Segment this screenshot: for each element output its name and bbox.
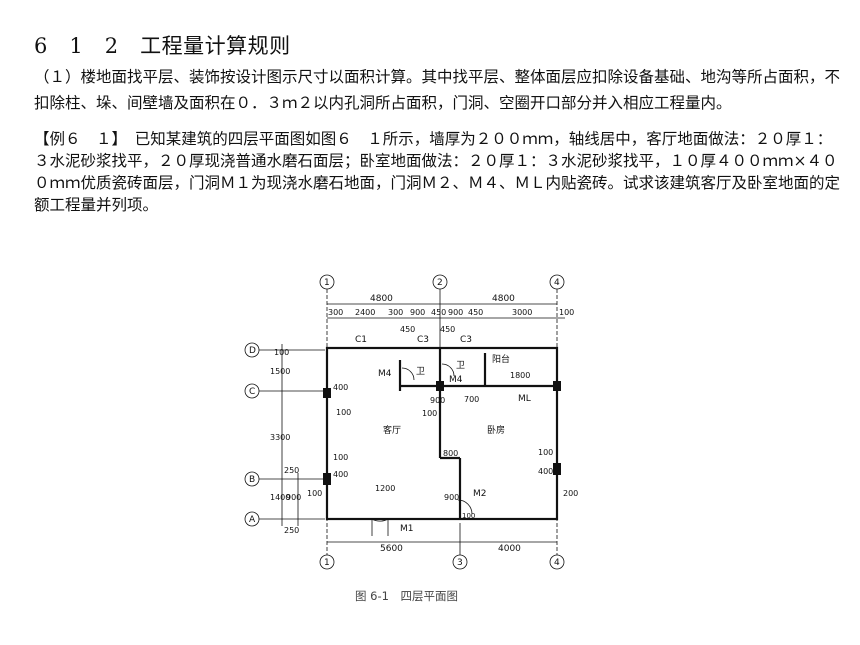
dim-800: 800 xyxy=(443,449,458,458)
dim-window-450-a: 450 xyxy=(400,325,415,334)
rule-paragraph: （１）楼地面找平层、装饰按设计图示尺寸以面积计算。其中找平层、整体面层应扣除设备… xyxy=(34,68,841,112)
axis-left-b: B xyxy=(249,475,255,485)
dim-100-d: 100 xyxy=(422,409,437,418)
dim-top-4800-b: 4800 xyxy=(492,294,515,304)
window-c1: C1 xyxy=(355,335,367,345)
dim-200: 200 xyxy=(563,489,578,498)
dim-left-100: 100 xyxy=(274,348,289,357)
axis-bottom-4: 4 xyxy=(554,558,560,568)
axis-left-d: D xyxy=(249,346,256,356)
room-balcony: 阳台 xyxy=(492,353,510,365)
dim-top-450-b: 450 xyxy=(468,308,483,317)
dim-1200: 1200 xyxy=(375,484,395,493)
dim-top-300-b: 300 xyxy=(388,308,403,317)
axis-top-1: 1 xyxy=(324,278,330,288)
dim-100-e: 100 xyxy=(538,448,553,457)
figure-caption: 图 6-1 四层平面图 xyxy=(355,589,458,603)
dim-left-900: 900 xyxy=(286,493,301,502)
dim-bottom-4000: 4000 xyxy=(498,544,521,554)
dim-100-f: 100 xyxy=(462,512,475,520)
dim-400-a: 400 xyxy=(333,383,348,392)
door-m2: M2 xyxy=(473,489,487,499)
room-bath-b: 卫 xyxy=(456,361,465,371)
dim-100-b: 100 xyxy=(333,453,348,462)
dim-900-b: 900 xyxy=(444,493,459,502)
axis-top-4: 4 xyxy=(554,278,560,288)
dim-left-1500: 1500 xyxy=(270,367,290,376)
axis-bottom-1: 1 xyxy=(324,558,330,568)
dim-top-900-a: 900 xyxy=(410,308,425,317)
dim-left-1400: 1400 xyxy=(270,493,290,502)
axis-left-a: A xyxy=(249,515,256,525)
room-bedroom: 卧房 xyxy=(487,424,505,436)
dim-top-2400: 2400 xyxy=(355,308,375,317)
window-c3-b: C3 xyxy=(460,335,472,345)
dim-1800: 1800 xyxy=(510,371,530,380)
axis-bottom-3: 3 xyxy=(457,558,463,568)
door-m4-a: M4 xyxy=(378,369,392,379)
floor-plan-figure: 1 2 4 1 3 4 D C B A 4800 4800 300 2400 3… xyxy=(230,268,590,582)
dim-400-c: 400 xyxy=(538,467,553,476)
dim-700: 700 xyxy=(464,395,479,404)
dim-top-300-a: 300 xyxy=(328,308,343,317)
window-c3-a: C3 xyxy=(417,335,429,345)
dim-window-450-b: 450 xyxy=(440,325,455,334)
example-paragraph: 【例６ １】 已知某建筑的四层平面图如图６ １所示，墙厚为２００ｍｍ，轴线居中，… xyxy=(34,130,841,214)
room-living: 客厅 xyxy=(383,424,401,436)
dim-100-c: 100 xyxy=(307,489,322,498)
door-m4-b: M4 xyxy=(449,375,463,385)
dim-top-4800-a: 4800 xyxy=(370,294,393,304)
dim-900-a: 900 xyxy=(430,396,445,405)
dim-left-250-b: 250 xyxy=(284,526,299,535)
door-m1: M1 xyxy=(400,524,414,534)
room-bath-a: 卫 xyxy=(416,367,425,377)
dim-top-100: 100 xyxy=(559,308,574,317)
dim-400-b: 400 xyxy=(333,470,348,479)
floor-plan-drawing: 1 2 4 1 3 4 D C B A 4800 4800 300 2400 3… xyxy=(244,274,578,570)
dim-left-3300: 3300 xyxy=(270,433,290,442)
axis-top-2: 2 xyxy=(437,278,443,288)
door-ml: ML xyxy=(518,394,531,404)
dim-top-900-b: 900 xyxy=(448,308,463,317)
section-heading: 6 1 2 工程量计算规则 xyxy=(34,34,291,58)
dim-left-250-a: 250 xyxy=(284,466,299,475)
dim-top-450-a: 450 xyxy=(431,308,446,317)
dim-top-3000: 3000 xyxy=(512,308,532,317)
axis-left-c: C xyxy=(249,387,255,397)
dim-bottom-5600: 5600 xyxy=(380,544,403,554)
dim-100-a: 100 xyxy=(336,408,351,417)
